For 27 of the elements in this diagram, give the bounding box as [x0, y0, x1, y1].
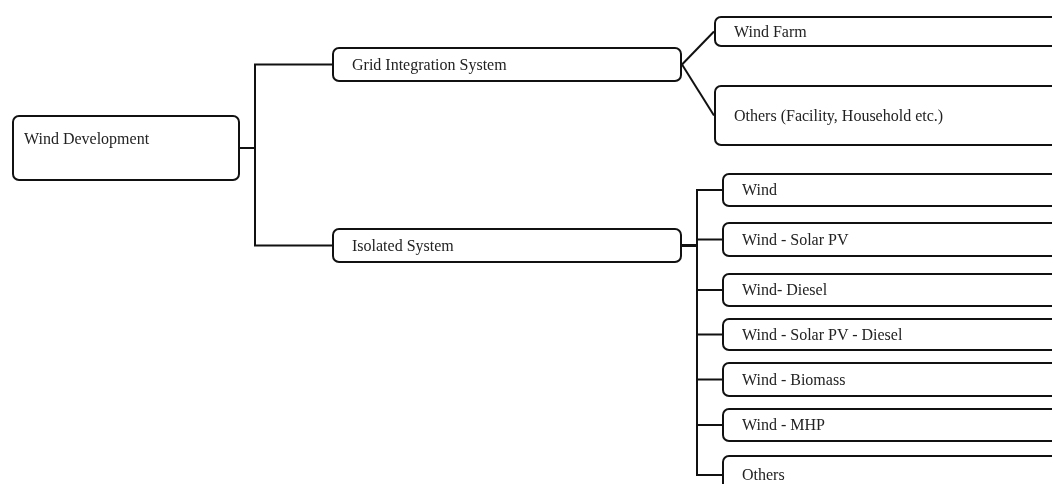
box-label: Wind - MHP	[742, 415, 825, 435]
connector-line	[239, 147, 333, 247]
box-label: Others (Facility, Household etc.)	[734, 105, 945, 126]
category-box	[714, 16, 1052, 47]
category-box	[714, 85, 1052, 146]
box-label: Grid Integration System	[352, 54, 507, 75]
connector-line	[681, 30, 715, 66]
box-label: Wind Development	[24, 129, 150, 149]
box-label: Wind - Biomass	[742, 369, 846, 390]
category-box	[332, 228, 682, 263]
box-label: Isolated System	[352, 235, 454, 256]
box-label: Wind Farm	[734, 21, 807, 42]
box-label: Others	[742, 465, 785, 484]
category-box	[332, 47, 682, 82]
connector-line	[681, 63, 715, 117]
category-box	[12, 115, 240, 181]
category-box	[722, 408, 1052, 442]
category-box	[722, 222, 1052, 257]
category-box	[722, 362, 1052, 397]
category-box	[722, 273, 1052, 307]
box-label: Wind	[742, 180, 777, 200]
connector-line	[681, 244, 723, 476]
box-label: Wind - Solar PV	[742, 229, 849, 250]
category-box	[722, 173, 1052, 207]
box-label: Wind- Diesel	[742, 280, 828, 300]
category-box	[722, 318, 1052, 351]
box-label: Wind - Solar PV - Diesel	[742, 324, 903, 345]
